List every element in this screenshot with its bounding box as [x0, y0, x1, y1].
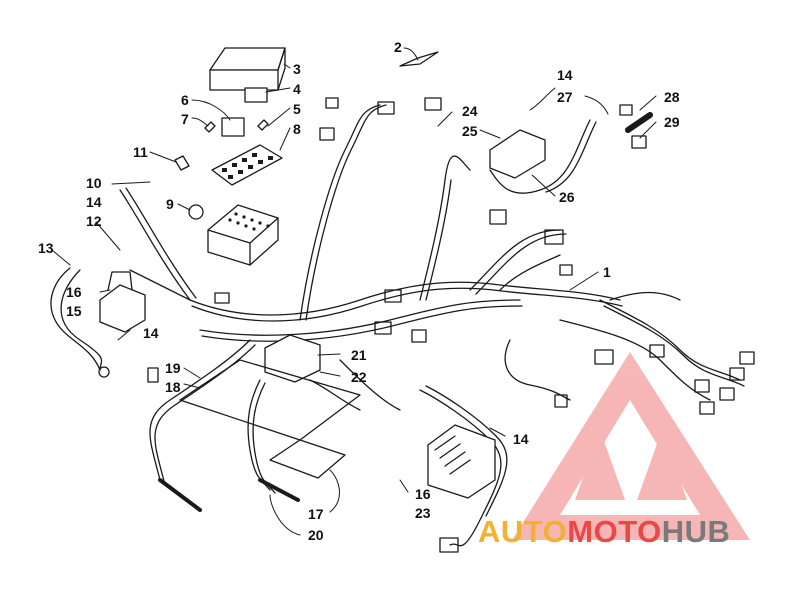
- callout-15: 15: [66, 303, 82, 319]
- fuse-5: [257, 119, 269, 131]
- fuse-panel: [211, 144, 283, 186]
- relay-6: [221, 117, 245, 137]
- callout-11: 11: [133, 144, 148, 160]
- callout-14-solenoid: 14: [143, 325, 159, 341]
- callout-26: 26: [559, 189, 575, 205]
- ignition-key: [399, 51, 439, 67]
- fuse-box: [207, 204, 279, 266]
- callout-28: 28: [664, 89, 680, 105]
- watermark-auto: AUTO: [478, 514, 568, 549]
- callout-1: 1: [603, 264, 611, 280]
- connector-cluster: [147, 97, 755, 553]
- callout-20: 20: [308, 527, 324, 543]
- mounting-plate: [179, 359, 361, 441]
- callout-16-solenoid: 16: [66, 284, 82, 300]
- callout-24: 24: [462, 103, 478, 119]
- watermark-moto: MOTO: [567, 514, 662, 549]
- callout-16-regulator: 16: [415, 486, 431, 502]
- leader-lines: [51, 47, 657, 536]
- callout-19: 19: [165, 360, 181, 376]
- callout-18: 18: [165, 379, 181, 395]
- cable-clamp: [188, 204, 204, 220]
- sensor-left: [158, 478, 202, 512]
- cdi-module: [264, 334, 321, 383]
- bracket: [489, 129, 546, 179]
- triangle-m-logo-icon: [512, 352, 750, 540]
- decal: [269, 439, 346, 479]
- callout-8: 8: [293, 121, 301, 137]
- callout-2: 2: [394, 39, 402, 55]
- watermark-hub: HUB: [661, 514, 731, 549]
- callout-29: 29: [664, 114, 680, 130]
- callout-12: 12: [86, 213, 102, 229]
- callout-10: 10: [86, 175, 102, 191]
- callout-14-battery: 14: [86, 194, 102, 210]
- callout-7: 7: [181, 111, 189, 127]
- watermark-brand: AUTOMOTOHUB: [478, 516, 730, 547]
- callout-9: 9: [166, 196, 174, 212]
- callout-21: 21: [351, 347, 367, 363]
- elbow-hose: [625, 112, 653, 133]
- callout-27: 27: [557, 89, 573, 105]
- battery-cable: [50, 267, 101, 371]
- callout-6: 6: [181, 92, 189, 108]
- callout-4: 4: [293, 81, 301, 97]
- callout-25: 25: [462, 123, 478, 139]
- terminal-boot: [174, 155, 190, 171]
- callout-5: 5: [293, 101, 301, 117]
- callout-23: 23: [415, 505, 431, 521]
- starter-solenoid: [99, 271, 146, 333]
- callout-14-regulator: 14: [513, 431, 529, 447]
- relay-box-cover: [209, 47, 286, 91]
- ring-terminal: [98, 366, 110, 378]
- fuse-7: [204, 121, 216, 133]
- relay-4: [244, 87, 268, 103]
- voltage-regulator: [427, 424, 496, 499]
- hose-cap: [631, 135, 647, 149]
- callout-13: 13: [38, 240, 54, 256]
- callout-14-bracket: 14: [557, 67, 573, 83]
- callout-22: 22: [351, 369, 367, 385]
- sensor-right: [258, 478, 300, 502]
- callout-17: 17: [308, 506, 324, 522]
- callout-3: 3: [293, 61, 301, 77]
- hose-fitting: [619, 104, 633, 116]
